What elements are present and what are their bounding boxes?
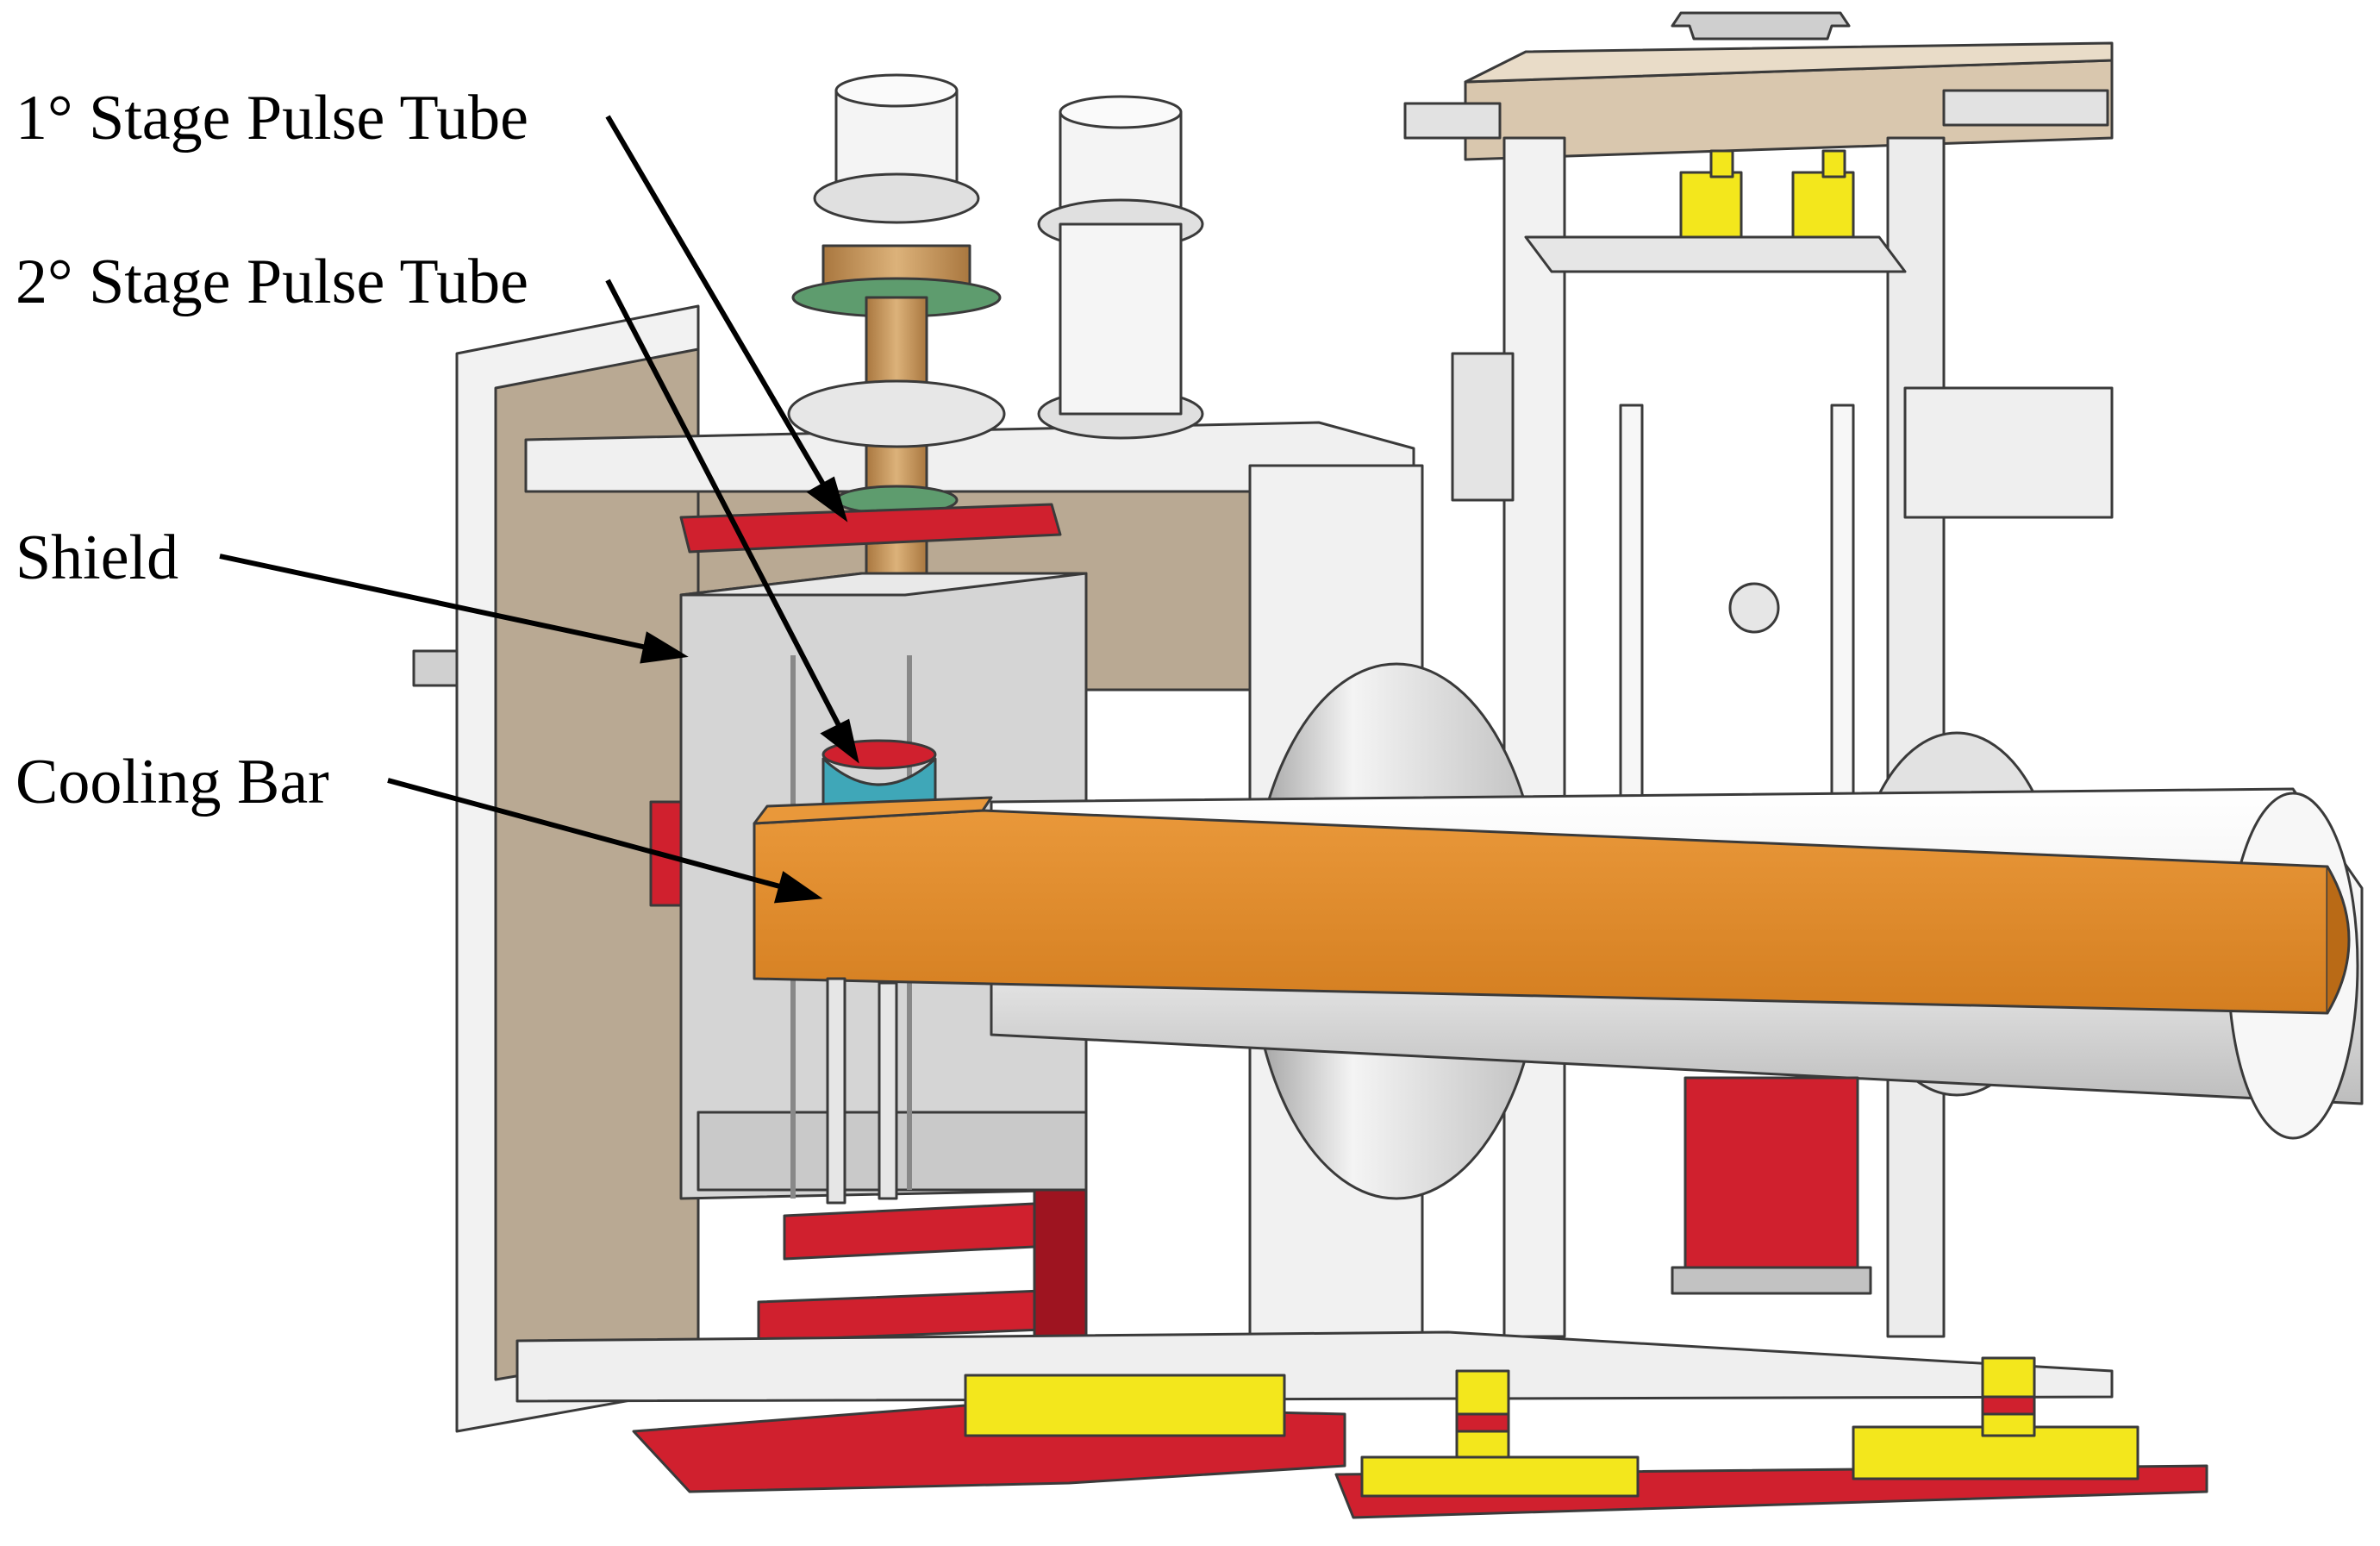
- arrow-first-stage: [605, 115, 848, 523]
- callout-arrows: [219, 115, 859, 904]
- yellow-base-mounts: [964, 1356, 2140, 1498]
- lower-rods: [826, 977, 898, 1205]
- arrow-second-stage: [605, 279, 859, 764]
- label-second-stage-pulse-tube: 2° Stage Pulse Tube: [16, 247, 528, 317]
- cooling-bar: [753, 796, 2351, 1015]
- label-shield: Shield: [16, 523, 179, 593]
- label-cooling-bar: Cooling Bar: [16, 747, 329, 817]
- bottom-frame: [515, 1330, 2114, 1403]
- arrow-shield: [219, 554, 689, 664]
- tower-yellow-clamps: [1679, 149, 1855, 239]
- upper-red-plate: [679, 503, 1062, 554]
- arrow-cooling-bar: [387, 778, 823, 904]
- red-support-brackets: [757, 1076, 1872, 1343]
- label-first-stage-pulse-tube: 1° Stage Pulse Tube: [16, 83, 528, 153]
- right-tower-frame: [1403, 11, 2114, 1338]
